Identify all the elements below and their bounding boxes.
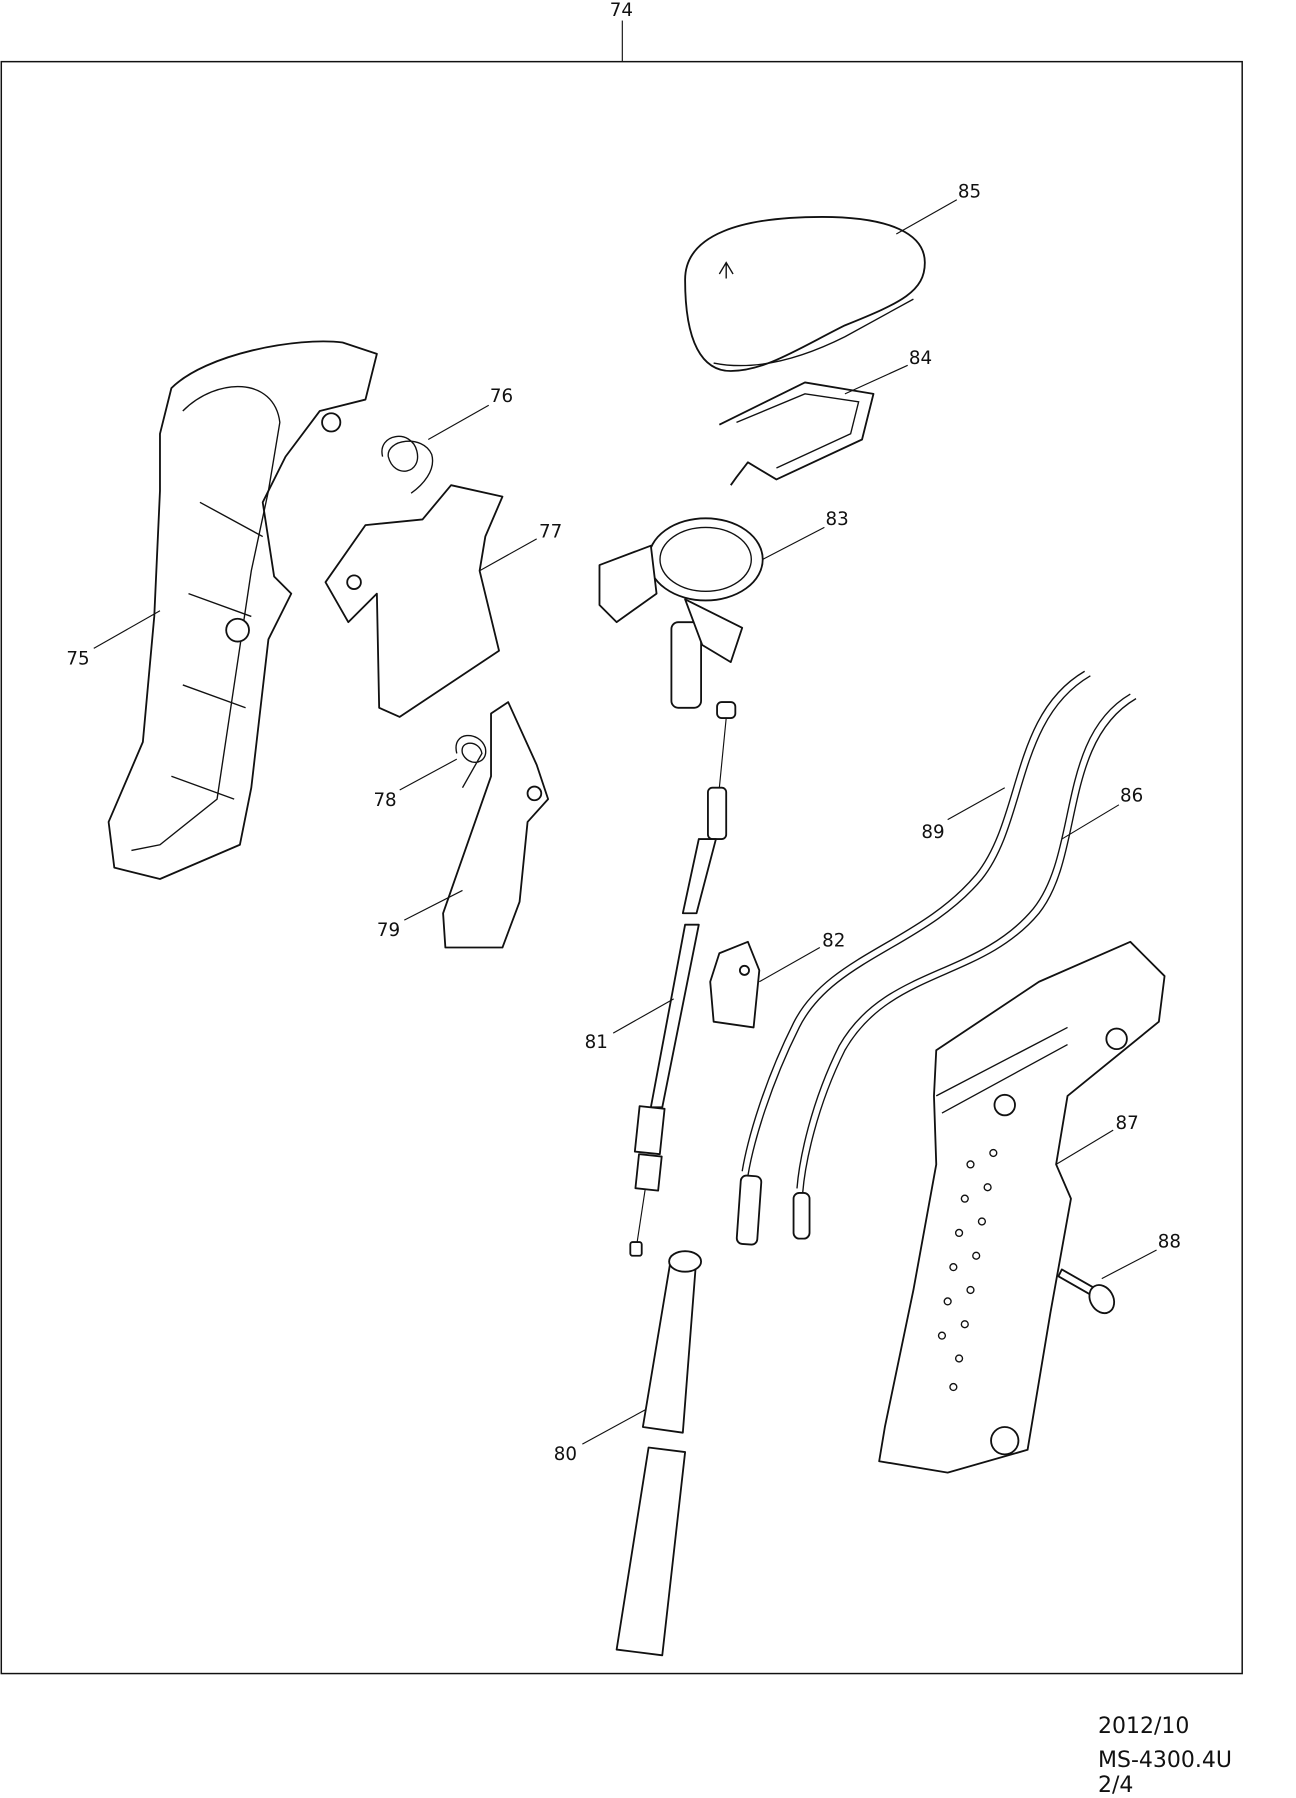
part-75-handle-left[interactable] — [107, 340, 378, 880]
label-85: 85 — [958, 181, 981, 202]
part-81-cable[interactable] — [629, 701, 737, 1257]
part-76-spring[interactable] — [381, 435, 434, 494]
part-80-tube[interactable] — [615, 1250, 702, 1657]
label-79: 79 — [377, 920, 400, 941]
part-87-handle-right[interactable] — [878, 940, 1166, 1474]
label-83: 83 — [826, 509, 849, 530]
label-87: 87 — [1115, 1113, 1138, 1134]
label-84: 84 — [909, 348, 932, 369]
label-82: 82 — [822, 930, 845, 951]
part-88-screw[interactable] — [1057, 1268, 1119, 1317]
part-79-trigger[interactable] — [442, 701, 550, 949]
label-78: 78 — [373, 790, 396, 811]
part-83-switch[interactable] — [598, 517, 764, 709]
part-77-lever[interactable] — [324, 484, 504, 718]
label-77: 77 — [539, 522, 562, 543]
label-76: 76 — [490, 386, 513, 407]
label-80: 80 — [554, 1444, 577, 1465]
part-84-bracket[interactable] — [718, 381, 875, 486]
part-85-cover[interactable] — [684, 215, 926, 372]
part-89-wire[interactable] — [735, 670, 1091, 1246]
label-86: 86 — [1120, 785, 1143, 806]
part-78-spring[interactable] — [455, 734, 487, 789]
label-89: 89 — [921, 822, 944, 843]
label-75: 75 — [66, 648, 89, 669]
label-88: 88 — [1158, 1232, 1181, 1253]
footer-date: 2012/10 — [1098, 1714, 1190, 1739]
leader-lines — [93, 199, 1157, 1445]
label-81: 81 — [585, 1032, 608, 1053]
part-86-wire[interactable] — [792, 693, 1137, 1240]
label-74: 74 — [610, 0, 633, 21]
footer-model: MS-4300.4U 2/4 — [1098, 1748, 1232, 1798]
part-82-clip[interactable] — [709, 940, 761, 1029]
